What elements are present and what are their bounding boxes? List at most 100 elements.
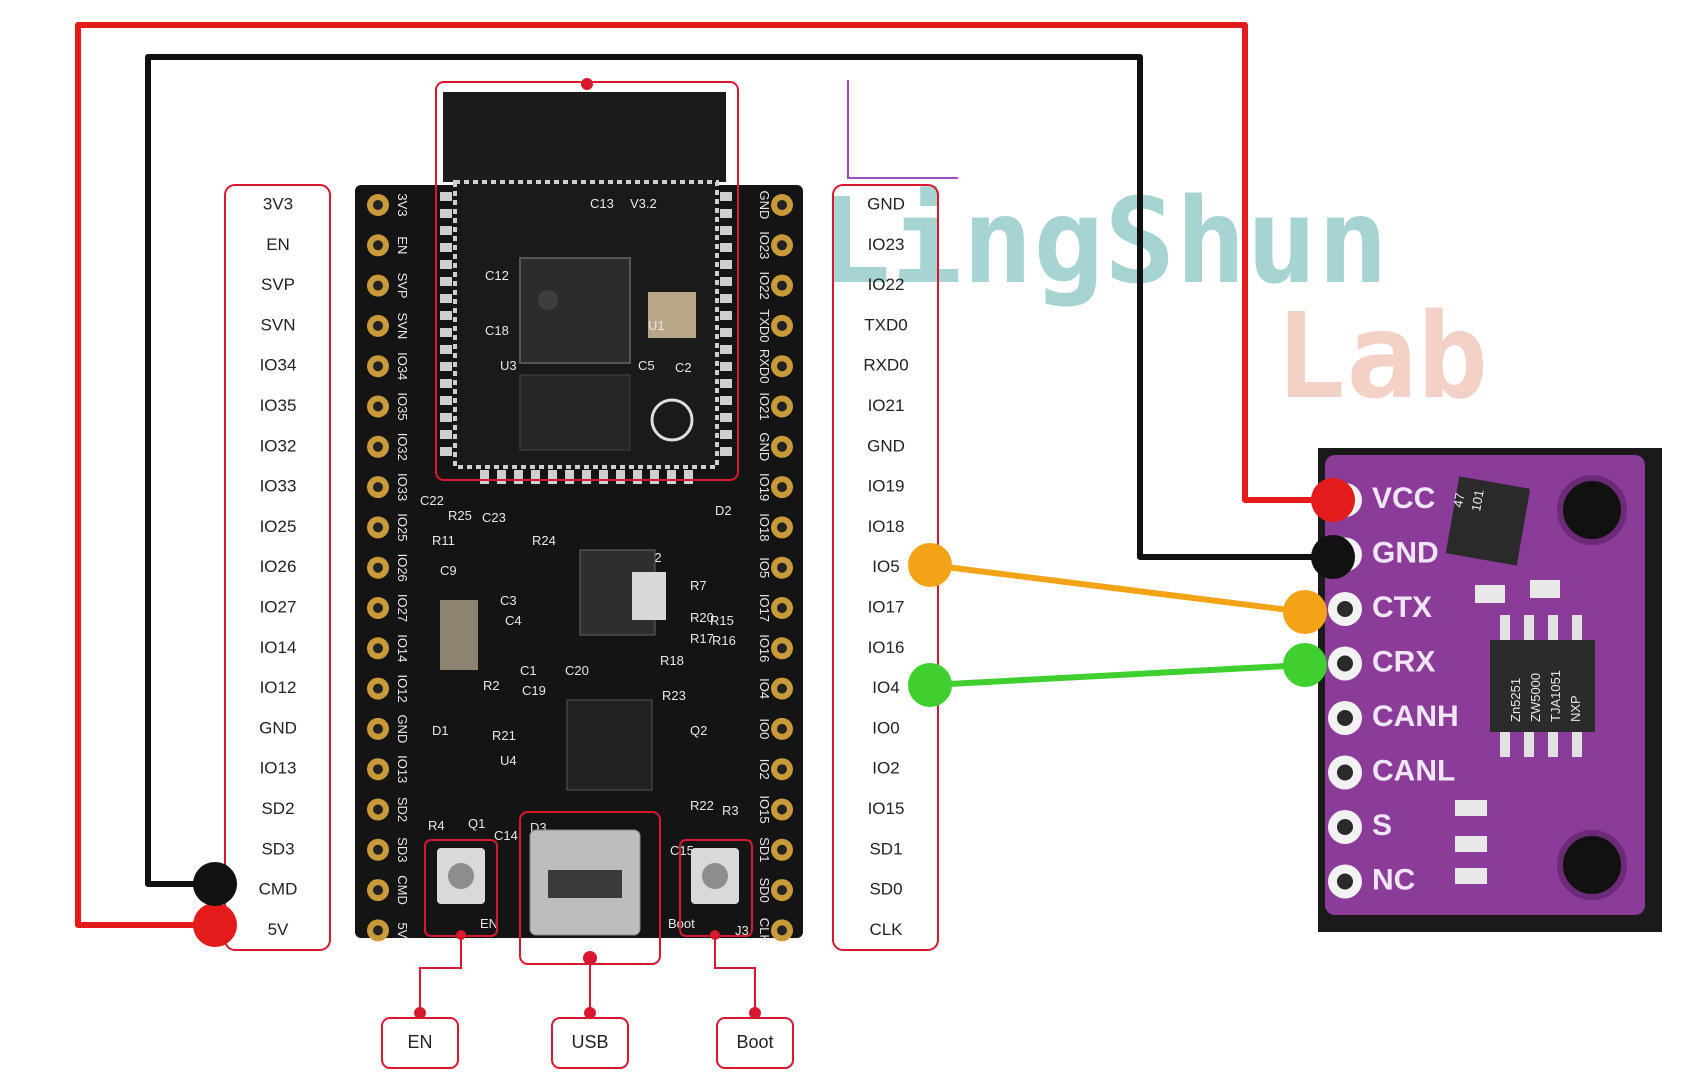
- wire-io4-crx: [927, 662, 1308, 688]
- edge-silk-right: IO21: [757, 392, 772, 420]
- right-pin-label: GND: [867, 194, 905, 213]
- left-pin-label: CMD: [259, 880, 298, 899]
- module-highlight-dot: [581, 78, 593, 90]
- edge-silk-left: CMD: [395, 875, 410, 905]
- boot-button-silk: Boot: [668, 916, 695, 931]
- callout-dot-usb: [584, 1007, 596, 1019]
- smd-res-1: [1455, 800, 1487, 816]
- chip-leg: [1524, 732, 1534, 757]
- callout-dot-boot: [749, 1007, 761, 1019]
- right-pin-label: IO4: [872, 678, 899, 697]
- wire-dot-gnd: [1311, 535, 1355, 579]
- can-module: 47 101 TJA1051 ZW5000 NXP Zn5251 EDT VCC…: [1318, 448, 1662, 932]
- board-silk-label: R7: [690, 578, 707, 593]
- callout-box-usb: [551, 1017, 629, 1069]
- right-pin-label: IO2: [872, 759, 899, 778]
- module-pad: [565, 470, 574, 484]
- header-pad-hole: [777, 683, 787, 694]
- chip-legs: [1500, 615, 1582, 757]
- edge-silk-right: IO22: [757, 272, 772, 300]
- header-pad-hole: [777, 844, 787, 855]
- module-silk: C12: [485, 268, 509, 283]
- chip-leg: [1548, 732, 1558, 757]
- module-pad: [440, 396, 452, 405]
- right-pin-label: IO22: [868, 275, 905, 294]
- edge-silk-left: IO13: [395, 755, 410, 783]
- module-silk: C18: [485, 323, 509, 338]
- board-silk-label: C20: [565, 663, 589, 678]
- edge-silk-right: IO17: [757, 594, 772, 622]
- module-pad: [720, 362, 732, 371]
- board-silk-label: C19: [522, 683, 546, 698]
- marker-line: [847, 80, 958, 179]
- module-pad: [720, 192, 732, 201]
- board-silk-label: R15: [710, 613, 734, 628]
- module-pad: [440, 209, 452, 218]
- header-pad-hole: [777, 562, 787, 573]
- board-silk-label: J3: [735, 923, 749, 938]
- chip-leg: [1524, 615, 1534, 640]
- edge-silk-left: SVP: [395, 273, 410, 299]
- module-pad: [440, 413, 452, 422]
- header-pad-hole: [373, 200, 383, 210]
- header-pad-hole: [777, 441, 787, 452]
- smd-cap-1: [1475, 585, 1505, 603]
- wire-io5-ctx: [927, 562, 1308, 615]
- header-pad-hole: [777, 522, 787, 533]
- header-pad-hole: [373, 401, 383, 412]
- can-pin-hole: [1337, 710, 1353, 726]
- edge-silk-left: GND: [395, 714, 410, 743]
- module-pad: [440, 192, 452, 201]
- regulator-marking-1: 47: [1450, 492, 1467, 509]
- module-pad: [531, 470, 540, 484]
- callout-dot-en: [414, 1007, 426, 1019]
- module-pad: [633, 470, 642, 484]
- left-pin-label: 5V: [268, 920, 289, 939]
- can-pin-hole: [1337, 819, 1353, 835]
- module-pads: [440, 192, 732, 484]
- edge-silk-right: GND: [757, 191, 772, 220]
- module-pad: [440, 277, 452, 286]
- micro-usb-opening: [548, 870, 622, 898]
- edge-silk-right: CLK: [757, 918, 772, 944]
- right-pin-label: IO21: [868, 396, 905, 415]
- edge-silk-right: IO18: [757, 513, 772, 541]
- left-pin-label: IO13: [260, 759, 297, 778]
- wifi-cert-icon: [650, 398, 694, 442]
- regulator-chip: [1445, 476, 1531, 566]
- left-pin-label: IO27: [260, 597, 297, 616]
- right-pin-label: IO5: [872, 557, 899, 576]
- module-pad: [440, 447, 452, 456]
- header-pad-hole: [373, 482, 383, 493]
- module-pad: [720, 294, 732, 303]
- edge-silk-right: IO2: [757, 759, 772, 780]
- module-pad: [720, 396, 732, 405]
- edge-silk-left: IO34: [395, 352, 410, 380]
- wire-dot-ctx: [1283, 590, 1327, 634]
- board-silk-label: C3: [500, 593, 517, 608]
- edge-silk-right: GND: [757, 432, 772, 461]
- edge-silk-left: IO27: [395, 594, 410, 622]
- transceiver-marking-2: ZW5000: [1528, 673, 1543, 722]
- module-pad: [440, 243, 452, 252]
- regulator-marking-2: 101: [1468, 489, 1487, 513]
- can-pin-hole: [1337, 764, 1353, 781]
- can-pin-label: GND: [1372, 536, 1439, 569]
- module-pad: [440, 345, 452, 354]
- module-pad: [720, 328, 732, 337]
- edge-silk-left: IO33: [395, 473, 410, 501]
- left-pin-labels: 3V3ENSVPSVNIO34IO35IO32IO33IO25IO26IO27I…: [259, 194, 298, 938]
- board-silk-label: C4: [505, 613, 522, 628]
- module-pad: [440, 311, 452, 320]
- edge-silk-right: IO23: [757, 231, 772, 259]
- header-pad-hole: [373, 562, 383, 573]
- module-pad: [720, 447, 732, 456]
- module-pad: [720, 311, 732, 320]
- right-pin-label: SD1: [869, 839, 902, 858]
- right-pin-label: IO18: [868, 517, 905, 536]
- header-pad-hole: [777, 320, 787, 331]
- board-silk-label: C23: [482, 510, 506, 525]
- smd-res-3: [1455, 868, 1487, 884]
